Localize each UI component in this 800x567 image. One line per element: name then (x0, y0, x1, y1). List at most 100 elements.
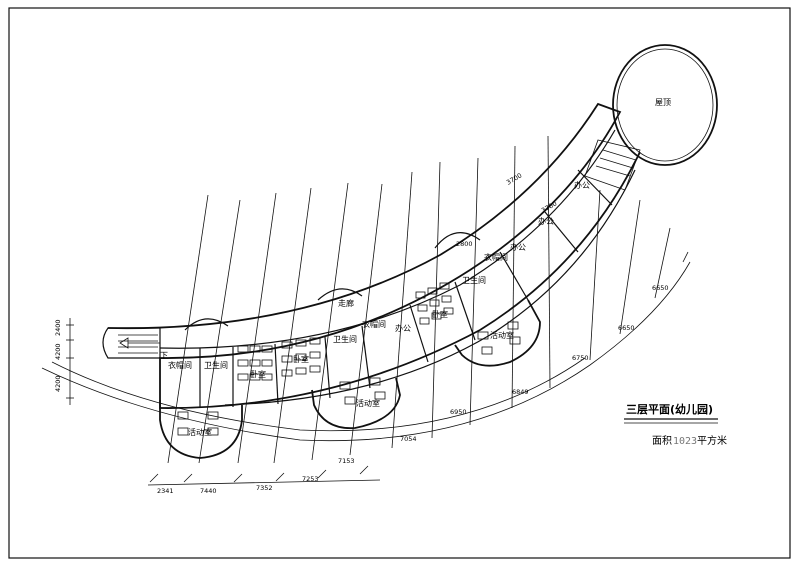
label-corridor: 走廊 (338, 298, 354, 308)
misc-dimension-values: 2800 3700 3700 (456, 172, 558, 248)
dim-value: 7253 (302, 475, 319, 483)
bed (261, 373, 273, 381)
stair-outline (584, 139, 641, 191)
label-cloakroom: 衣帽间 (168, 360, 192, 370)
label-activity-room: 活动室 (356, 398, 380, 408)
dim-value: 2800 (456, 240, 473, 248)
partition-wall (544, 211, 579, 253)
bed (281, 355, 293, 363)
bed-furniture (237, 282, 454, 381)
partition-wall (324, 336, 331, 399)
dim-line (147, 479, 381, 486)
table (477, 331, 489, 340)
bottom-dimension-ticks (147, 465, 381, 486)
bed (249, 373, 261, 381)
grid-line (654, 227, 671, 299)
label-activity-room: 活动室 (490, 330, 514, 340)
bed (441, 295, 452, 303)
dim-value: 2400 (54, 319, 62, 336)
stair-tread (602, 149, 637, 161)
table (509, 336, 521, 345)
west-staircase (102, 327, 161, 359)
grid-line (469, 157, 479, 426)
bed (443, 307, 454, 315)
building-outline (107, 102, 641, 409)
grid-line (682, 251, 689, 263)
left-dimension-values: 2400 4200 4200 (54, 319, 62, 392)
outer-dimension-arc (41, 261, 691, 442)
stair-outline (102, 327, 161, 359)
grid-line (311, 182, 349, 461)
grid-line (547, 135, 551, 389)
bed (237, 359, 249, 367)
grid-line (167, 194, 209, 464)
table (207, 427, 219, 436)
partition-wall (274, 343, 279, 405)
dim-value: 2341 (157, 487, 174, 495)
dim-value: 6750 (572, 354, 589, 362)
grid-line (237, 192, 277, 464)
label-bedroom: 卧室 (432, 309, 448, 319)
table (207, 411, 219, 420)
dim-value: 7352 (256, 484, 273, 492)
area-value: 1023 (673, 436, 697, 447)
table (481, 346, 493, 355)
label-cloakroom: 衣帽间 (484, 252, 508, 262)
stair-arrow (119, 337, 160, 349)
table (177, 427, 189, 436)
dim-value: 7153 (338, 457, 355, 465)
dim-tick (233, 473, 243, 483)
label-office: 办公 (510, 242, 526, 252)
bed (295, 367, 307, 375)
dim-tick (275, 472, 285, 482)
table (344, 396, 356, 405)
grid-line (589, 189, 601, 361)
dim-value: 7054 (400, 435, 417, 443)
label-office: 办公 (538, 216, 554, 226)
bed (309, 337, 321, 345)
dim-value: 3700 (540, 200, 558, 215)
dim-value: 6950 (450, 408, 467, 416)
partition-wall (361, 325, 371, 389)
drawing-title: 三层平面(幼儿园) (626, 402, 713, 416)
bed (249, 359, 261, 367)
dim-tick (149, 473, 159, 483)
bottom-dimension-values: 2341 7440 7352 7253 7153 7054 6950 6849 … (157, 284, 669, 495)
room-labels: 屋顶 办公 办公 办公 办公 衣帽间 衣帽间 衣帽间 卫生间 卫生间 卫生间 卧… (160, 98, 671, 437)
label-cloakroom: 衣帽间 (362, 319, 386, 329)
east-staircase (584, 139, 641, 191)
table (369, 377, 381, 386)
bed (427, 287, 438, 295)
activity-tables (177, 321, 521, 436)
grid-line (273, 187, 312, 464)
bed (281, 341, 293, 349)
dim-value: 4200 (54, 375, 62, 392)
label-bedroom: 卧室 (250, 369, 266, 379)
bed (309, 351, 321, 359)
dim-tick (183, 473, 193, 483)
partition-wall (454, 281, 476, 341)
stair-tread (595, 165, 631, 177)
label-washroom: 卫生间 (462, 275, 486, 285)
label-office: 办公 (395, 323, 411, 333)
dim-value: 7440 (200, 487, 217, 495)
dim-value: 6650 (652, 284, 669, 292)
table (177, 411, 189, 420)
bed (417, 304, 428, 312)
partition-wall (499, 251, 529, 301)
building-wing (107, 102, 641, 409)
dim-value: 4200 (54, 343, 62, 360)
bed (439, 282, 450, 290)
drawing-border (8, 7, 791, 559)
bed (295, 339, 307, 347)
bed (261, 359, 273, 367)
bed (281, 369, 293, 377)
label-activity-room: 活动室 (188, 427, 212, 437)
table (507, 321, 519, 330)
roof-circle-inner (616, 48, 714, 162)
bed (237, 345, 249, 353)
dim-tick (317, 469, 327, 479)
table (339, 381, 351, 390)
